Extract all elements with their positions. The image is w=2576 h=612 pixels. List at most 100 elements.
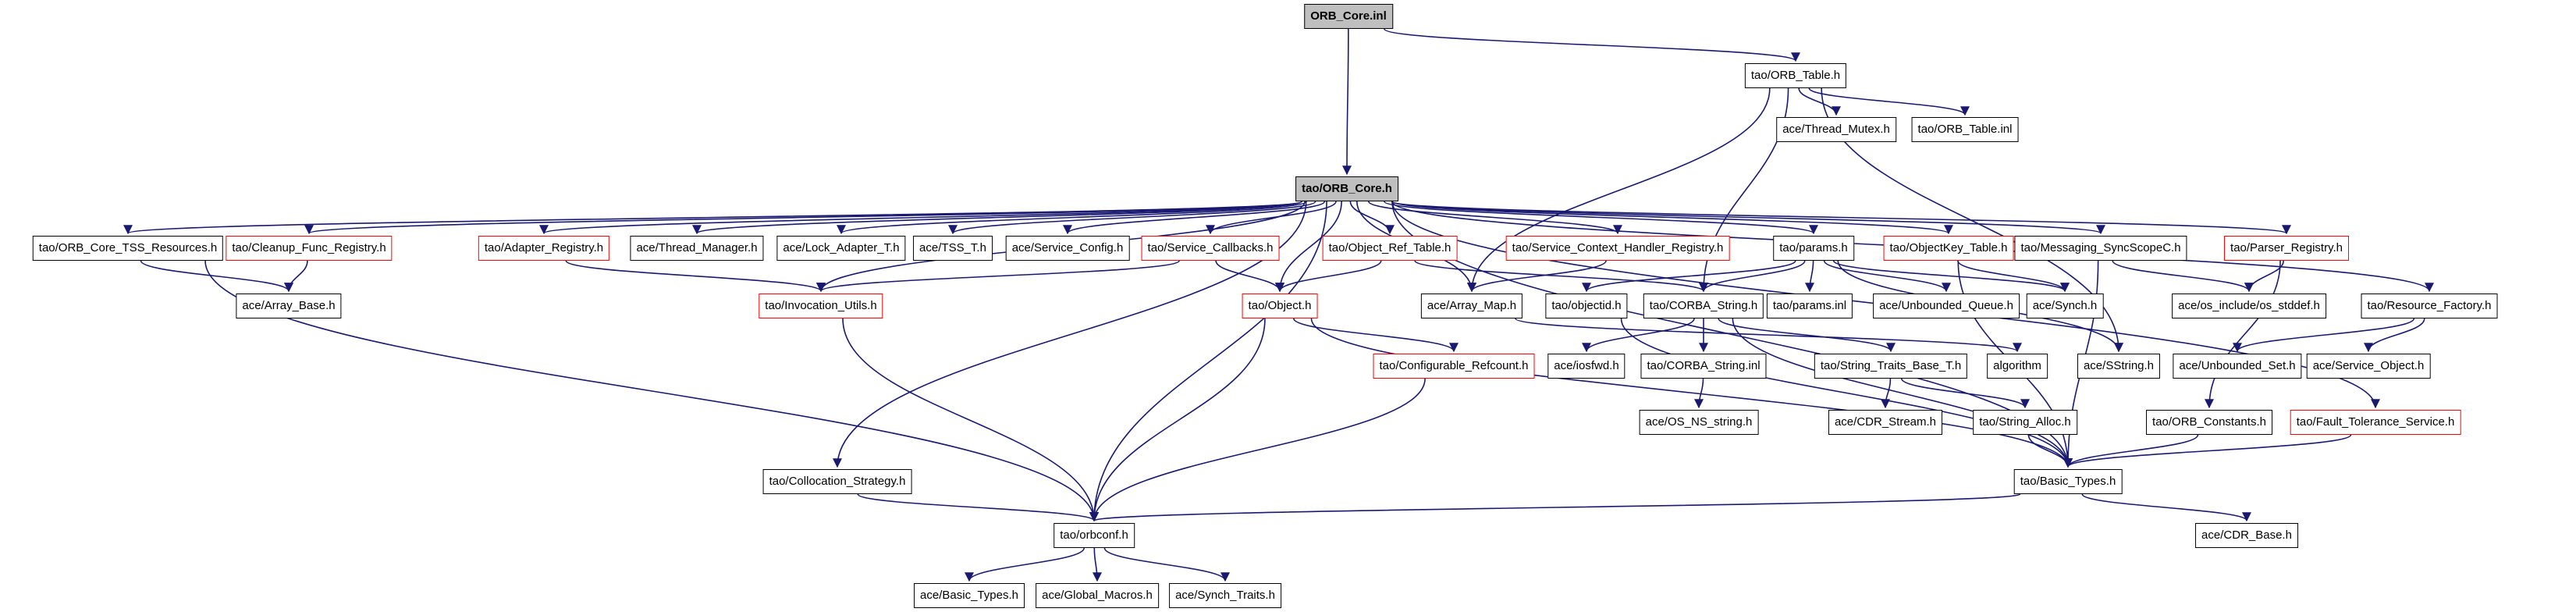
edge-orb-table-h-to-array-map xyxy=(1467,87,1771,293)
edge-resource-factory-to-service-object xyxy=(2364,318,2425,353)
node-orb-core-inl[interactable]: ORB_Core.inl xyxy=(1304,4,1393,29)
node-unbounded-set[interactable]: ace/Unbounded_Set.h xyxy=(2173,354,2302,379)
node-orb-core-tss-resources[interactable]: tao/ORB_Core_TSS_Resources.h xyxy=(32,236,224,261)
node-service-callbacks[interactable]: tao/Service_Callbacks.h xyxy=(1141,236,1280,261)
edge-orb-constants-to-basic-types-tao xyxy=(2063,434,2199,468)
edge-orb-table-h-to-orb-table-inl xyxy=(1808,87,1970,116)
node-configurable-refcount[interactable]: tao/Configurable_Refcount.h xyxy=(1373,354,1535,379)
node-unbounded-queue[interactable]: ace/Unbounded_Queue.h xyxy=(1873,294,2020,318)
edge-parser-registry-to-os-stddef xyxy=(2244,260,2284,293)
edge-object-h-to-configurable-refcount xyxy=(1293,318,1459,353)
node-corba-string-inl[interactable]: tao/CORBA_String.inl xyxy=(1640,354,1767,379)
edge-orb-core-h-to-messaging-syncscopec xyxy=(1391,201,2105,235)
edge-orb-core-inl-to-orb-core-h xyxy=(1342,28,1352,176)
edge-orb-table-h-to-thread-mutex xyxy=(1798,87,1841,116)
edge-service-callbacks-to-invocation-utils xyxy=(816,260,1180,293)
node-array-map[interactable]: ace/Array_Map.h xyxy=(1420,294,1523,318)
edge-orb-core-h-to-parser-registry xyxy=(1391,201,2291,235)
edge-string-traits-base-to-string-alloc xyxy=(1900,378,2030,409)
edge-orb-core-h-to-objectkey-table xyxy=(1391,201,1953,235)
node-cdr-base[interactable]: ace/CDR_Base.h xyxy=(2195,523,2298,548)
edge-params-h-to-synch xyxy=(1832,260,2070,293)
edge-orb-core-h-to-tss-t xyxy=(948,201,1316,235)
node-os-ns-string[interactable]: ace/OS_NS_string.h xyxy=(1639,410,1759,435)
edge-orb-core-h-to-service-context-handler-registry xyxy=(1367,201,1622,235)
node-array-base[interactable]: ace/Array_Base.h xyxy=(236,294,342,318)
node-sstring[interactable]: ace/SString.h xyxy=(2077,354,2161,379)
edge-fault-tolerance-service-to-basic-types-tao xyxy=(2063,434,2352,468)
edge-resource-factory-to-unbounded-set xyxy=(2233,318,2415,353)
edge-string-alloc-to-basic-types-tao xyxy=(2027,434,2073,468)
node-synch-traits[interactable]: ace/Synch_Traits.h xyxy=(1169,583,1281,608)
node-params-h[interactable]: tao/params.h xyxy=(1773,236,1854,261)
node-orb-core-h[interactable]: tao/ORB_Core.h xyxy=(1295,176,1398,201)
edge-array-map-to-algorithm xyxy=(1515,318,2022,353)
node-algorithm[interactable]: algorithm xyxy=(1987,354,2048,379)
node-params-inl[interactable]: tao/params.inl xyxy=(1766,294,1853,318)
edge-orb-core-inl-to-orb-table-h xyxy=(1384,28,1800,62)
node-object-ref-table[interactable]: tao/Object_Ref_Table.h xyxy=(1322,236,1458,261)
node-global-macros[interactable]: ace/Global_Macros.h xyxy=(1036,583,1159,608)
node-string-alloc[interactable]: tao/String_Alloc.h xyxy=(1973,410,2077,435)
node-objectid[interactable]: tao/objectid.h xyxy=(1545,294,1628,318)
node-cleanup-func-registry[interactable]: tao/Cleanup_Func_Registry.h xyxy=(226,236,393,261)
edge-orb-core-h-to-lock-adapter-t xyxy=(837,201,1307,235)
edge-orbconf-to-global-macros xyxy=(1092,547,1102,582)
node-iosfwd[interactable]: ace/iosfwd.h xyxy=(1547,354,1626,379)
edge-basic-types-tao-to-cdr-base xyxy=(2081,493,2251,522)
edge-adapter-registry-to-invocation-utils xyxy=(565,260,826,293)
edge-service-context-handler-registry-to-array-map xyxy=(1467,260,1607,293)
edge-orb-core-h-to-params-h xyxy=(1384,201,1818,235)
node-messaging-syncscopec[interactable]: tao/Messaging_SyncScopeC.h xyxy=(2014,236,2187,261)
node-orbconf[interactable]: tao/orbconf.h xyxy=(1053,523,1135,548)
edge-orb-core-h-to-adapter-registry xyxy=(539,201,1302,235)
edge-orbconf-to-synch-traits xyxy=(1103,547,1230,582)
edge-orb-core-h-to-object-ref-table xyxy=(1349,201,1395,235)
edge-params-h-to-params-inl xyxy=(1805,260,1815,293)
node-ace-basic-types[interactable]: ace/Basic_Types.h xyxy=(914,583,1025,608)
node-corba-string-h[interactable]: tao/CORBA_String.h xyxy=(1643,294,1764,318)
edge-params-h-to-corba-string-h xyxy=(1699,260,1806,293)
node-collocation-strategy[interactable]: tao/Collocation_Strategy.h xyxy=(762,469,912,494)
node-adapter-registry[interactable]: tao/Adapter_Registry.h xyxy=(478,236,610,261)
node-orb-constants[interactable]: tao/ORB_Constants.h xyxy=(2146,410,2272,435)
node-os-stddef[interactable]: ace/os_include/os_stddef.h xyxy=(2172,294,2326,318)
edge-orb-core-h-to-orbconf xyxy=(1089,201,1327,522)
node-orb-table-inl[interactable]: tao/ORB_Table.inl xyxy=(1911,117,2019,142)
node-lock-adapter-t[interactable]: ace/Lock_Adapter_T.h xyxy=(776,236,906,261)
node-object-h[interactable]: tao/Object.h xyxy=(1242,294,1318,318)
node-fault-tolerance-service[interactable]: tao/Fault_Tolerance_Service.h xyxy=(2290,410,2461,435)
edge-corba-string-h-to-iosfwd xyxy=(1582,318,1695,353)
edge-configurable-refcount-to-orbconf xyxy=(1089,378,1426,522)
edge-object-h-to-orbconf xyxy=(1089,318,1266,522)
node-service-config[interactable]: ace/Service_Config.h xyxy=(1005,236,1130,261)
node-service-object[interactable]: ace/Service_Object.h xyxy=(2306,354,2431,379)
edge-objectkey-table-to-synch xyxy=(1957,260,2070,293)
node-thread-manager[interactable]: ace/Thread_Manager.h xyxy=(630,236,764,261)
node-cdr-stream[interactable]: ace/CDR_Stream.h xyxy=(1828,410,1943,435)
edge-objectid-to-basic-types-tao xyxy=(1620,318,2073,468)
edge-orb-core-tss-resources-to-array-base xyxy=(140,260,293,293)
node-tss-t[interactable]: ace/TSS_T.h xyxy=(913,236,993,261)
edge-corba-string-h-to-basic-types-tao xyxy=(1732,318,2073,468)
edge-invocation-utils-to-orbconf xyxy=(842,318,1099,522)
node-basic-types-tao[interactable]: tao/Basic_Types.h xyxy=(2013,469,2123,494)
node-synch[interactable]: ace/Synch.h xyxy=(2026,294,2104,318)
node-service-context-handler-registry[interactable]: tao/Service_Context_Handler_Registry.h xyxy=(1505,236,1730,261)
edge-corba-string-h-to-string-traits-base xyxy=(1718,318,1896,353)
edge-orb-core-h-to-cleanup-func-registry xyxy=(304,201,1302,235)
node-resource-factory[interactable]: tao/Resource_Factory.h xyxy=(2361,294,2498,318)
node-invocation-utils[interactable]: tao/Invocation_Utils.h xyxy=(759,294,883,318)
node-thread-mutex[interactable]: ace/Thread_Mutex.h xyxy=(1776,117,1896,142)
node-parser-registry[interactable]: tao/Parser_Registry.h xyxy=(2224,236,2349,261)
edge-object-h-to-basic-types-tao xyxy=(1310,318,2073,468)
node-objectkey-table[interactable]: tao/ObjectKey_Table.h xyxy=(1883,236,2014,261)
edge-orb-core-h-to-service-config xyxy=(1063,201,1326,235)
edge-collocation-strategy-to-orbconf xyxy=(857,493,1099,522)
edge-orb-core-h-to-object-h xyxy=(1275,201,1342,293)
node-string-traits-base[interactable]: tao/String_Traits_Base_T.h xyxy=(1814,354,1968,379)
edge-string-traits-base-to-cdr-stream xyxy=(1881,378,1892,409)
node-orb-table-h[interactable]: tao/ORB_Table.h xyxy=(1744,63,1847,88)
edge-params-h-to-unbounded-queue xyxy=(1823,260,1951,293)
